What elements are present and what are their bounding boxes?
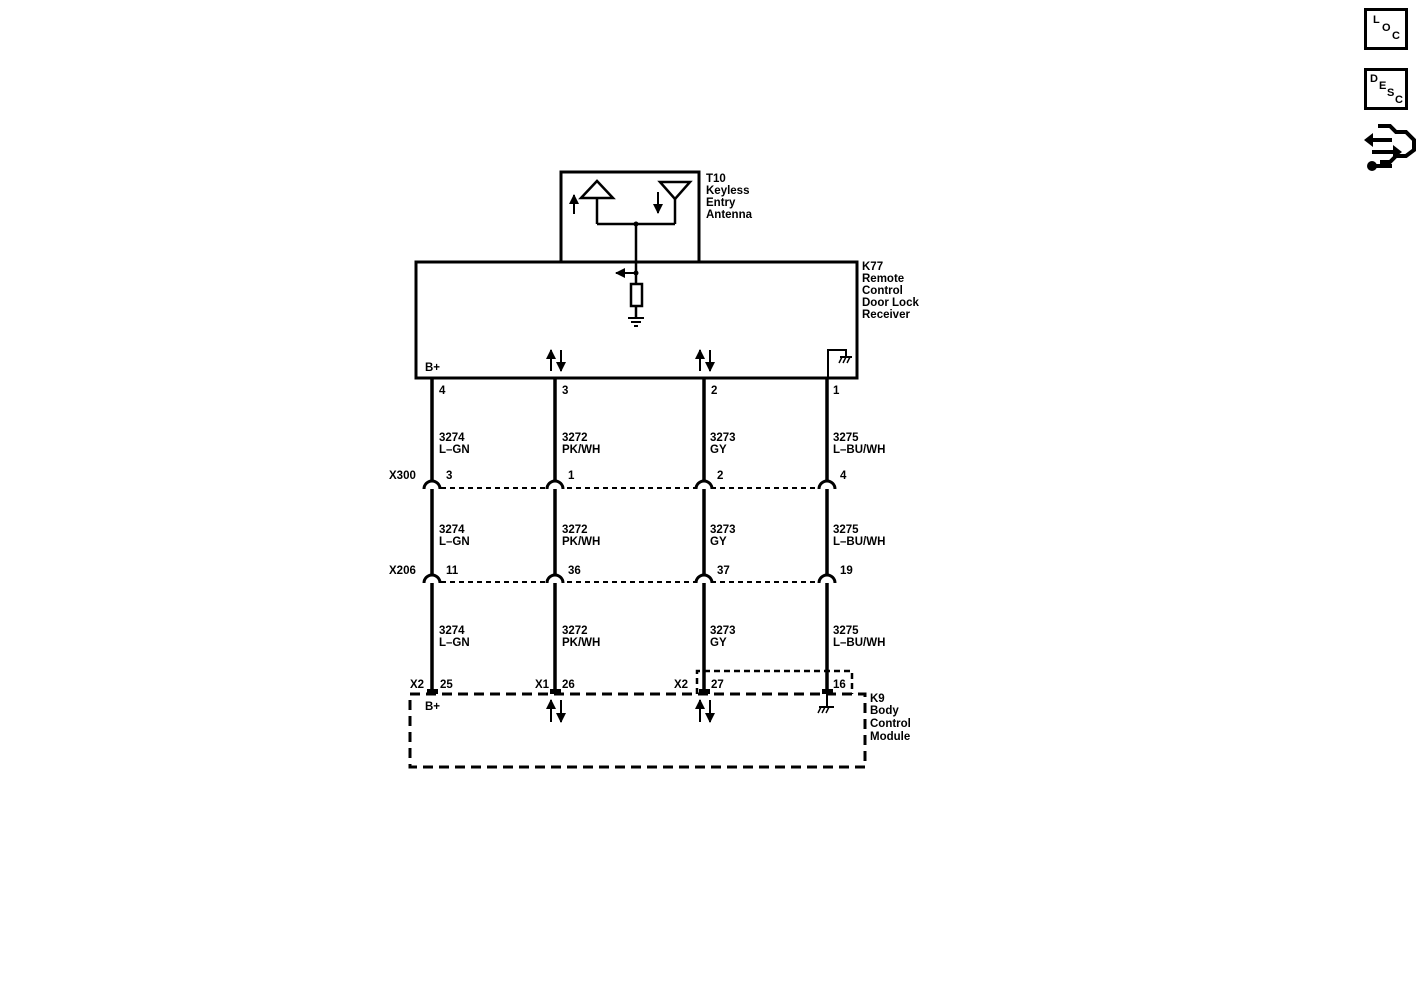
receiver-label-line: Remote <box>862 273 904 285</box>
circuit-number: 3273 <box>710 625 736 637</box>
wire-color: L–BU/WH <box>833 444 885 456</box>
receiver-b-plus-label: B+ <box>425 362 440 374</box>
receiver-pin-number: 4 <box>439 385 446 397</box>
circuit-number: 3274 <box>439 625 465 637</box>
antenna-t10 <box>559 170 701 285</box>
circuit-labels-segment-1: 3274 L–GN 3272 PK/WH 3273 GY 3275 L–BU/W… <box>439 432 885 456</box>
wire-color: GY <box>710 536 727 548</box>
circuit-number: 3274 <box>439 524 465 536</box>
circuit-number: 3273 <box>710 432 736 444</box>
desc-letter: E <box>1379 80 1387 92</box>
circuit-labels-segment-3: 3274 L–GN 3272 PK/WH 3273 GY 3275 L–BU/W… <box>439 625 885 649</box>
loc-letter: C <box>1392 30 1400 42</box>
receiver-label-line: Receiver <box>862 309 910 321</box>
bidirectional-arrow-icon <box>695 699 715 723</box>
wire-color: GY <box>710 637 727 649</box>
wire-color: L–GN <box>439 637 470 649</box>
connector-pin: 1 <box>568 470 575 482</box>
bcm-b-plus-label: B+ <box>425 701 440 713</box>
bcm-pin-number: 27 <box>711 679 724 691</box>
receiver-label-line: K77 <box>862 261 883 273</box>
bcm-label-line: Control <box>870 718 911 730</box>
antenna-label-line: Antenna <box>706 209 753 221</box>
receiver-label-line: Door Lock <box>862 297 919 309</box>
loc-letter: O <box>1382 22 1391 34</box>
circuit-number: 3272 <box>562 432 588 444</box>
receiver-pin-number: 1 <box>833 385 840 397</box>
circuit-number: 3273 <box>710 524 736 536</box>
receiver-pin-number: 3 <box>562 385 568 397</box>
connector-pin: 37 <box>717 565 730 577</box>
bcm-connector-name: X2 <box>674 679 688 691</box>
bidirectional-arrow-icon <box>695 349 715 372</box>
loc-button[interactable]: L O C <box>1364 8 1408 50</box>
bcm-connector-name: X2 <box>410 679 424 691</box>
signal-ground-icon <box>827 349 852 378</box>
bcm-label-line: K9 <box>870 693 885 705</box>
signal-ground-icon <box>817 694 834 714</box>
receiver-pin-number: 2 <box>711 385 717 397</box>
wire-color: L–GN <box>439 536 470 548</box>
circuit-labels-segment-2: 3274 L–GN 3272 PK/WH 3273 GY 3275 L–BU/W… <box>439 524 885 548</box>
connector-arrows-icon <box>1364 124 1416 171</box>
loc-letter: L <box>1373 14 1380 26</box>
wire-color: PK/WH <box>562 536 600 548</box>
wire-color: L–BU/WH <box>833 637 885 649</box>
connector-pin: 36 <box>568 565 581 577</box>
circuit-number: 3275 <box>833 524 859 536</box>
bcm-connector-name: X1 <box>535 679 550 691</box>
connector-navigation-button[interactable] <box>1362 122 1416 176</box>
wire-color: L–GN <box>439 444 470 456</box>
connector-name: X206 <box>389 565 416 577</box>
wire-color: L–BU/WH <box>833 536 885 548</box>
bcm-pin-number: 16 <box>833 679 846 691</box>
desc-letter: D <box>1370 73 1378 85</box>
bidirectional-arrow-icon <box>546 349 566 372</box>
receiver-k77 <box>414 260 859 380</box>
bcm-label: K9 Body Control Module <box>870 693 911 743</box>
bcm-pin-number: 26 <box>562 679 575 691</box>
circuit-number: 3274 <box>439 432 465 444</box>
connector-name: X300 <box>389 470 416 482</box>
antenna-label: T10 Keyless Entry Antenna <box>706 173 753 221</box>
circuit-number: 3275 <box>833 432 859 444</box>
desc-button[interactable]: D E S C <box>1364 68 1408 110</box>
wire-color: GY <box>710 444 727 456</box>
bcm-pins: X2 25 X1 26 X2 27 16 <box>410 679 846 691</box>
connector-x206: X206 11 36 37 19 <box>389 565 853 584</box>
connector-pin: 2 <box>717 470 723 482</box>
bcm-pin-number: 25 <box>440 679 453 691</box>
connector-x300: X300 3 1 2 4 <box>389 470 847 490</box>
wire-color: PK/WH <box>562 444 600 456</box>
connector-pin: 11 <box>446 565 459 577</box>
bcm-k9 <box>408 669 867 769</box>
desc-letter: C <box>1395 94 1403 106</box>
connector-pin: 3 <box>446 470 452 482</box>
circuit-number: 3272 <box>562 625 588 637</box>
bidirectional-arrow-icon <box>546 699 566 723</box>
wire-color: PK/WH <box>562 637 600 649</box>
circuit-number: 3275 <box>833 625 859 637</box>
receiver-label-line: Control <box>862 285 903 297</box>
antenna-label-line: Keyless <box>706 185 749 197</box>
circuit-number: 3272 <box>562 524 588 536</box>
connector-pin: 19 <box>840 565 853 577</box>
desc-letter: S <box>1387 87 1395 99</box>
connector-pin: 4 <box>840 470 847 482</box>
bcm-label-line: Body <box>870 705 899 717</box>
receiver-label: K77 Remote Control Door Lock Receiver <box>862 261 919 321</box>
antenna-label-line: T10 <box>706 173 726 185</box>
bcm-label-line: Module <box>870 731 910 743</box>
antenna-label-line: Entry <box>706 197 736 209</box>
